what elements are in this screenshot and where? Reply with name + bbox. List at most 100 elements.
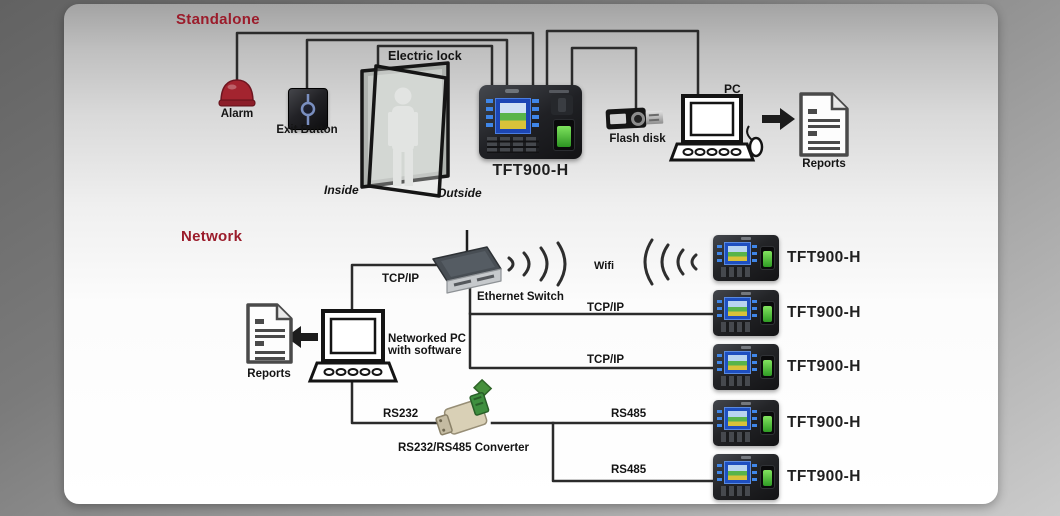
terminal-1-label: TFT900-H xyxy=(787,249,861,266)
fingerprint-sensor xyxy=(760,246,775,270)
device-screen xyxy=(724,351,751,374)
alarm-icon xyxy=(218,79,256,107)
device-side-keys xyxy=(717,354,722,372)
device-logo xyxy=(741,456,751,459)
device-logo xyxy=(741,402,751,405)
device-side-keys xyxy=(752,354,757,372)
tcpip-line3-label: TCP/IP xyxy=(587,354,625,366)
fingerprint-sensor xyxy=(760,465,775,489)
rs485-line1-label: RS485 xyxy=(611,408,647,420)
wire-electriclock-device xyxy=(376,44,494,92)
rs485-line2-label: RS485 xyxy=(611,464,647,476)
device-logo xyxy=(741,346,751,349)
device-screen xyxy=(724,407,751,430)
wifi-label: Wifi xyxy=(594,260,615,272)
arrow-right-icon xyxy=(762,108,795,130)
rs232-rs485-converter-icon xyxy=(435,378,493,436)
tft900h-terminal-1 xyxy=(713,235,779,281)
converter-label: RS232/RS485 Converter xyxy=(398,442,530,454)
tft900h-terminal-main xyxy=(479,85,582,159)
device-keypad xyxy=(487,137,539,153)
outside-label: Outside xyxy=(437,186,482,200)
rs232-label: RS232 xyxy=(383,408,419,420)
door-icon xyxy=(360,61,450,198)
tft900h-terminal-2 xyxy=(713,290,779,336)
wire-device-flashdisk xyxy=(570,46,638,112)
door-panel xyxy=(367,64,448,198)
tcpip-line2-label: TCP/IP xyxy=(587,302,625,314)
reports-label: Reports xyxy=(802,158,846,170)
network-reports-label: Reports xyxy=(247,368,291,380)
tft900h-terminal-5 xyxy=(713,454,779,500)
device-logo xyxy=(505,89,519,93)
tcpip-pc-label: TCP/IP xyxy=(382,273,420,285)
wire-pc-rs232 xyxy=(350,376,440,425)
main-device-label: TFT900-H xyxy=(492,162,569,179)
usb-connector xyxy=(645,110,664,125)
device-keypad xyxy=(721,432,751,442)
mouse-icon xyxy=(746,125,764,158)
device-side-keys xyxy=(717,464,722,482)
wifi-waves-right-icon xyxy=(643,238,698,286)
electric-lock-label: Electric lock xyxy=(388,49,462,63)
fingerprint-sensor xyxy=(760,301,775,325)
terminal-3-label: TFT900-H xyxy=(787,358,861,375)
networked-pc-label-line2: with software xyxy=(388,345,462,357)
fingerprint-sensor xyxy=(760,411,775,435)
device-side-keys xyxy=(752,410,757,428)
device-side-keys xyxy=(752,464,757,482)
fingerprint-sensor xyxy=(553,119,575,151)
network-section-title: Network xyxy=(181,228,243,245)
exit-button-label: Exit Button xyxy=(276,124,338,136)
wire-converter-rs485-2 xyxy=(551,421,716,483)
reports-document-icon xyxy=(799,92,849,157)
flash-label xyxy=(609,113,627,125)
networked-pc-label-line1: Networked PC xyxy=(388,333,466,345)
networked-pc-laptop-icon xyxy=(307,309,399,383)
device-logo xyxy=(741,237,751,240)
inside-label: Inside xyxy=(324,183,359,197)
device-keypad xyxy=(721,376,751,386)
device-side-keys xyxy=(752,245,757,263)
fingerprint-sensor xyxy=(760,355,775,379)
wire-alarm-device xyxy=(235,31,535,92)
device-screen xyxy=(724,461,751,484)
device-keypad xyxy=(721,486,751,496)
device-side-keys xyxy=(486,99,493,129)
terminal-2-label: TFT900-H xyxy=(787,304,861,321)
terminal-4-label: TFT900-H xyxy=(787,414,861,431)
device-side-keys xyxy=(532,99,539,129)
tft900h-terminal-3 xyxy=(713,344,779,390)
person-icon xyxy=(388,87,418,186)
wire-exitbutton-device xyxy=(305,38,509,92)
tft900h-terminal-4 xyxy=(713,400,779,446)
device-speaker xyxy=(549,90,569,93)
device-side-keys xyxy=(717,245,722,263)
wire-switch-tcpip-3 xyxy=(468,312,716,370)
exit-button-icon xyxy=(288,88,328,130)
device-side-keys xyxy=(717,300,722,318)
device-logo xyxy=(741,292,751,295)
device-keypad xyxy=(721,322,751,332)
wire-device-pc xyxy=(545,29,700,102)
device-side-keys xyxy=(752,300,757,318)
device-side-keys xyxy=(717,410,722,428)
standalone-section-title: Standalone xyxy=(176,11,260,28)
flash-disk-label: Flash disk xyxy=(609,133,666,145)
reports-document-icon xyxy=(246,303,293,364)
device-nav-keys xyxy=(551,95,573,115)
pc-laptop-icon xyxy=(668,94,756,162)
ethernet-switch-label: Ethernet Switch xyxy=(477,291,564,303)
device-keypad xyxy=(721,267,751,277)
pc-label: PC xyxy=(724,82,741,96)
alarm-label: Alarm xyxy=(220,108,254,120)
device-screen xyxy=(724,242,751,265)
device-screen xyxy=(495,98,531,134)
ethernet-switch-icon xyxy=(432,230,502,294)
device-screen xyxy=(724,297,751,320)
wire-pc-switch-tcpip xyxy=(350,263,438,314)
usb-flash-disk-icon xyxy=(605,103,666,132)
terminal-5-label: TFT900-H xyxy=(787,468,861,485)
